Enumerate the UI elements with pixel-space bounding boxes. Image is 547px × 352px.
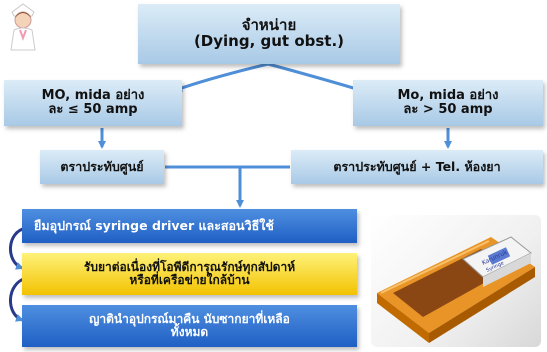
step-weekly-refill-line1: รับยาต่อเนื่องที่โอพีดีการุณรักษ์ทุกสัปด… [83,260,296,275]
step-return-device-line1: ญาตินำอุปกรณ์มาคืน นับซากยาที่เหลือ [89,312,290,327]
discharge-title: จำหน่าย [241,16,297,35]
curve-step1-to-step2 [9,226,27,270]
condition-low-line1: MO, mida อย่าง [41,88,145,104]
stamp-center-label: ตราประทับศูนย์ [60,159,144,175]
stamp-center-tel-label: ตราประทับศูนย์ + Tel. ห้องยา [333,159,501,175]
stamp-center-box: ตราประทับศูนย์ [40,150,164,184]
step-return-device-box: ญาตินำอุปกรณ์มาคืน นับซากยาที่เหลือ ทั้ง… [22,305,357,347]
step-return-device-line2: ทั้งหมด [170,325,209,339]
discharge-box: จำหน่าย (Dying, gut obst.) [138,4,400,64]
discharge-subtitle: (Dying, gut obst.) [193,32,345,50]
curve-step2-to-step3 [9,276,27,322]
condition-low-box: MO, mida อย่าง ละ ≤ 50 amp [4,80,182,126]
step-weekly-refill-box: รับยาต่อเนื่องที่โอพีดีการุณรักษ์ทุกสัปด… [22,253,357,295]
condition-high-box: Mo, mida อย่าง ละ > 50 amp [353,80,543,126]
syringe-driver-device-icon: Karunruk Syringe [377,236,535,343]
step-borrow-device-box: ยืมอุปกรณ์ syringe driver และสอนวิธีใช้ [22,209,357,243]
condition-high-line2: ละ > 50 amp [403,102,493,117]
step-borrow-device-label: ยืมอุปกรณ์ syringe driver และสอนวิธีใช้ [34,218,274,234]
arrow-top-to-right [267,62,362,93]
condition-low-line2: ละ ≤ 50 amp [48,102,138,117]
stamp-center-tel-box: ตราประทับศูนย์ + Tel. ห้องยา [291,150,543,184]
syringe-driver-photo: Karunruk Syringe [371,215,541,347]
condition-high-line1: Mo, mida อย่าง [397,88,499,104]
nurse-figure-icon [10,3,36,51]
arrow-top-to-left [174,62,269,92]
step-weekly-refill-line2: หรือที่เครือข่ายใกล้บ้าน [129,273,250,287]
